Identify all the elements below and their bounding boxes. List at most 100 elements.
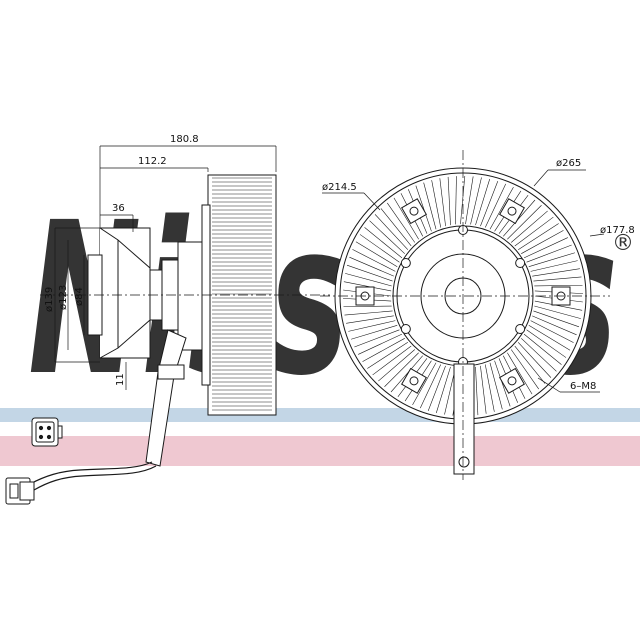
- radial-fin: [489, 186, 514, 230]
- radial-fin: [431, 180, 442, 228]
- mount-pad: [401, 198, 427, 225]
- sensor-clip: [157, 364, 185, 380]
- radial-fin: [480, 365, 487, 414]
- radial-fin: [489, 362, 503, 410]
- radial-fin: [344, 310, 393, 316]
- radial-fin: [415, 185, 432, 232]
- radial-fin: [517, 342, 552, 378]
- sensor-arm-eye: [458, 456, 470, 468]
- radial-fin: [465, 176, 474, 225]
- radial-fin: [530, 260, 578, 272]
- bolt-hole: [515, 324, 526, 334]
- radial-fin: [480, 181, 499, 227]
- radial-fin: [455, 176, 457, 225]
- radial-fin: [427, 365, 446, 411]
- dim-dia-123: ø123: [58, 285, 69, 310]
- radial-fin: [419, 364, 442, 409]
- radial-fin: [372, 345, 412, 376]
- mount-pad: [401, 367, 427, 394]
- plug-connector-icon: [5, 477, 35, 505]
- radial-fin: [475, 366, 479, 416]
- radial-fin: [470, 177, 482, 225]
- bolt-hole: [515, 258, 526, 268]
- radial-fin: [345, 273, 392, 287]
- radial-fin: [378, 349, 416, 382]
- radial-fin: [533, 276, 582, 282]
- radial-fin: [346, 264, 393, 282]
- side-dimension-labels: 180.8 112.2 36 ø139 ø123 ø84 11: [44, 134, 199, 386]
- dim-flange: 11: [115, 373, 126, 386]
- radial-fin: [412, 362, 437, 406]
- radial-fin: [510, 349, 539, 390]
- dim-hub-length: 36: [112, 203, 125, 214]
- dim-ring-dia: ø214.5: [322, 182, 357, 193]
- radial-fin: [447, 176, 451, 226]
- radial-fin: [354, 329, 400, 348]
- radial-fin: [423, 182, 437, 230]
- mount-pad: [499, 367, 525, 394]
- radial-fin: [532, 315, 577, 336]
- radial-fin: [369, 220, 405, 254]
- radial-fin: [514, 345, 546, 384]
- radial-fin: [517, 223, 559, 250]
- radial-fin: [343, 305, 392, 308]
- radial-fin: [510, 210, 548, 243]
- radial-fin: [387, 202, 416, 243]
- radial-fin: [526, 329, 567, 358]
- radial-fin: [439, 178, 446, 227]
- radial-fin: [374, 214, 409, 250]
- radial-fin: [521, 230, 564, 254]
- sensor-arm: [453, 363, 475, 475]
- bolt-hole: [400, 324, 411, 334]
- radial-fin: [528, 325, 571, 351]
- radial-fin: [484, 183, 507, 228]
- radial-fin: [534, 300, 583, 311]
- side-view: [40, 174, 330, 467]
- connector-pinout-icon: [31, 417, 63, 447]
- drum-fins: [212, 177, 272, 411]
- radial-fin: [355, 241, 398, 267]
- radial-fin: [503, 199, 536, 237]
- radial-fin: [358, 333, 403, 355]
- mount-pad: [499, 198, 525, 225]
- dim-bolts: 6–M8: [570, 381, 596, 392]
- front-dimension-labels: ø265 ø214.5 ø177.8 6–M8: [322, 158, 635, 392]
- radial-fin: [346, 315, 394, 324]
- radial-fin: [514, 216, 554, 247]
- radial-fin: [364, 227, 403, 259]
- dim-dia-139: ø139: [44, 287, 55, 312]
- radial-fin: [475, 178, 491, 226]
- radial-fin: [532, 268, 580, 277]
- radial-fin: [534, 284, 583, 287]
- radial-fin: [393, 197, 419, 240]
- dim-inner-dia: ø177.8: [600, 225, 635, 236]
- radial-fin: [530, 320, 574, 343]
- dim-dia-84: ø84: [74, 287, 85, 306]
- sensor-cable-2: [33, 465, 157, 491]
- dim-overall-length: 180.8: [170, 134, 199, 145]
- radial-fin: [384, 352, 419, 387]
- radial-fin: [460, 175, 466, 225]
- radial-fin: [507, 205, 542, 240]
- radial-fin: [533, 310, 580, 328]
- radial-fin: [494, 360, 511, 407]
- radial-fin: [526, 244, 572, 263]
- radial-fin: [534, 305, 581, 319]
- radial-fin: [435, 366, 451, 414]
- front-leaders: [322, 169, 605, 393]
- radial-fin: [380, 208, 412, 247]
- radial-fin: [507, 352, 533, 395]
- radial-fin: [349, 256, 394, 277]
- registered-mark: ®: [612, 231, 634, 256]
- bolt-hole: [400, 258, 411, 268]
- clutch-core: [177, 241, 207, 351]
- radial-fin: [528, 252, 576, 268]
- radial-fin: [348, 320, 396, 332]
- radial-fin: [484, 364, 495, 412]
- dim-outer-dia: ø265: [556, 158, 581, 169]
- dim-mid-length: 112.2: [138, 156, 167, 167]
- radial-fin: [523, 333, 562, 365]
- radial-fin: [362, 338, 405, 362]
- radial-fin: [350, 324, 398, 340]
